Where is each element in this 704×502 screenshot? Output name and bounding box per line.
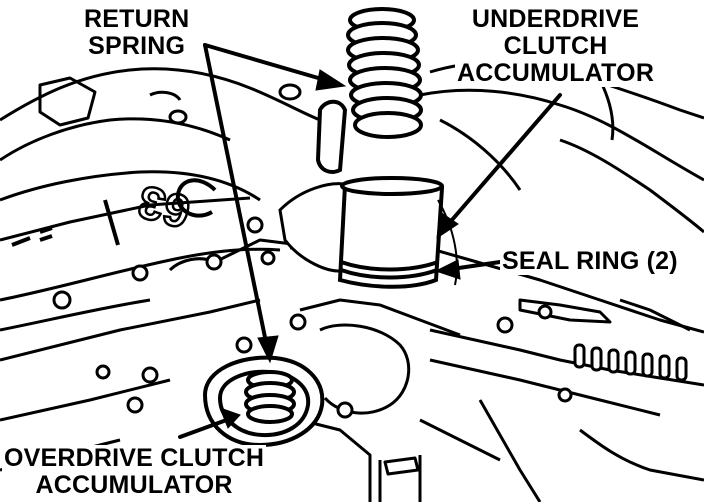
leader-arrows — [178, 43, 562, 439]
label-underdrive-line-2: CLUTCH — [503, 32, 608, 60]
overdrive-accumulator-bore — [202, 355, 325, 448]
label-overdrive-line-1: OVERDRIVE CLUTCH — [4, 444, 265, 472]
plate-slots — [573, 343, 688, 382]
label-return-spring-line-1: RETURN — [84, 5, 190, 33]
label-overdrive-clutch-accumulator: OVERDRIVE CLUTCH ACCUMULATOR — [2, 444, 267, 499]
bolt-holes — [52, 216, 573, 419]
casting-c-mark — [175, 178, 217, 218]
underdrive-accumulator-piston — [278, 176, 458, 289]
label-underdrive-clutch-accumulator: UNDERDRIVE CLUTCH ACCUMULATOR — [455, 5, 657, 87]
arrow-heads — [219, 69, 461, 429]
label-return-spring-line-2: SPRING — [88, 32, 186, 60]
label-seal-ring: SEAL RING (2) — [500, 248, 680, 275]
label-underdrive-line-3: ACCUMULATOR — [457, 59, 655, 87]
label-seal-ring-line-1: SEAL RING (2) — [502, 247, 678, 275]
label-return-spring: RETURN SPRING — [82, 5, 192, 60]
label-overdrive-line-2: ACCUMULATOR — [35, 471, 233, 499]
label-underdrive-line-1: UNDERDRIVE — [471, 5, 640, 33]
casting-marks — [11, 199, 120, 247]
underdrive-return-spring — [315, 7, 423, 174]
